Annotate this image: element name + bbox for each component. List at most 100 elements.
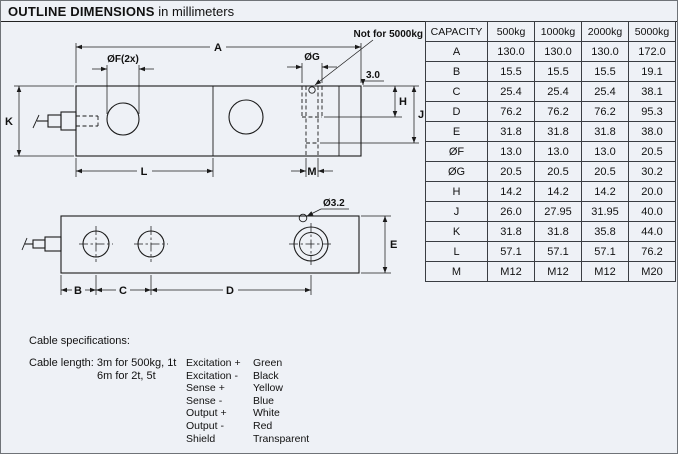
dimension-value-cell: 31.95 [581,201,629,222]
plan-view-dimensions [60,208,391,295]
wire-signal-label: Output - [186,419,224,432]
dimension-value-cell: 130.0 [581,41,629,62]
dimension-key-cell: ØF [425,141,488,162]
dimension-value-cell: 30.2 [628,161,676,182]
wire-row: Shield Transparent [186,433,309,446]
dim-label-3-0: 3.0 [366,70,380,81]
dimension-value-cell: 20.5 [534,161,582,182]
side-view [32,85,362,157]
wire-row: Excitation -Black [186,370,309,383]
dimension-value-cell: 38.1 [628,81,676,102]
plan-view [21,213,360,274]
dim-label-d: D [226,285,234,297]
dimension-value-cell: 15.5 [534,61,582,82]
centerlines [79,223,333,265]
locating-pin-hole [308,86,316,94]
wire-signal-label: Excitation + [186,357,241,369]
cable-exit-side [32,111,77,131]
dimension-value-cell: 14.2 [487,181,535,202]
dimension-value-cell: 31.8 [581,121,629,142]
dimension-value-cell: 25.4 [487,81,535,102]
dim-label-l: L [141,166,148,178]
page-title: OUTLINE DIMENSIONS in millimeters [8,4,234,19]
wire-signal-label: Shield [186,432,216,445]
dimension-value-cell: 57.1 [487,241,535,262]
wire-signal-label: Sense + [186,382,225,395]
dimension-key-cell: L [425,241,488,262]
dim-label-og: ØG [304,52,320,63]
dimension-key-cell: D [425,101,488,122]
wire-row: Excitation + Green [186,357,309,370]
dimension-value-cell: 57.1 [534,241,582,262]
dimension-value-cell: 95.3 [628,101,676,122]
dim-label-c: C [119,285,127,297]
dimension-key-cell: A [425,41,488,62]
dimension-value-cell: 20.5 [487,161,535,182]
shear-hole-right [228,99,264,135]
dim-label-a: A [214,42,222,54]
dim-label-b: B [74,285,82,297]
wire-color-value: Green [253,357,283,369]
dimension-value-cell: 76.2 [534,101,582,122]
shear-hole-left [106,102,140,136]
dim-label-of2x: ØF(2x) [107,54,139,65]
wire-row: Output -Red [186,420,309,433]
dimension-value-cell: 20.5 [581,161,629,182]
dimension-key-cell: C [425,81,488,102]
wire-color-value: White [253,407,280,420]
dimension-value-cell: 26.0 [487,201,535,222]
dimension-key-cell: B [425,61,488,82]
wire-signal-label: Sense - [186,394,223,407]
hidden-load-hole [301,86,323,156]
col-header-capacity: CAPACITY [425,21,488,42]
page-title-main: OUTLINE DIMENSIONS [8,4,155,19]
dim-label-e: E [390,239,397,251]
side-view-dimensions [14,39,419,177]
drawing-labels: A ØF(2x) ØG Not for 5000kg 3.0 K L M H J… [5,29,424,297]
col-header-2000kg: 2000kg [581,21,629,42]
dimension-key-cell: K [425,221,488,242]
dim-label-j: J [418,109,424,121]
dimension-value-cell: 19.1 [628,61,676,82]
dimension-value-cell: 13.0 [534,141,582,162]
wire-signal-label: Output + [186,407,227,420]
dimension-value-cell: 15.5 [581,61,629,82]
dimension-value-cell: 27.95 [534,201,582,222]
dimension-value-cell: 76.2 [628,241,676,262]
dimension-value-cell: 25.4 [581,81,629,102]
cable-spec-title: Cable specifications: [29,335,130,347]
dimension-key-cell: ØG [425,161,488,182]
col-header-500kg: 500kg [487,21,535,42]
hidden-cable-bore [76,115,99,127]
dimension-value-cell: 31.8 [534,221,582,242]
outline-drawing: A ØF(2x) ØG Not for 5000kg 3.0 K L M H J… [5,29,424,297]
dimension-value-cell: 76.2 [581,101,629,122]
load-cell-body-plan [60,215,360,274]
dimension-key-cell: H [425,181,488,202]
wire-color-value: Transparent [253,432,310,445]
dimension-key-cell: J [425,201,488,222]
dimension-value-cell: 38.0 [628,121,676,142]
table-header-row: CAPACITY 500kg 1000kg 2000kg 5000kg [425,21,676,42]
wire-row: Output + White [186,407,309,420]
dimension-value-cell: 130.0 [487,41,535,62]
dimension-value-cell: 31.8 [534,121,582,142]
dim-label-m: M [307,166,316,178]
dim-label-3-2: Ø3.2 [323,198,345,209]
cable-exit-plan [21,236,62,252]
dimension-value-cell: 40.0 [628,201,676,222]
wire-row: Sense +Yellow [186,382,309,395]
dim-label-k: K [5,116,13,128]
dimension-value-cell: 130.0 [534,41,582,62]
